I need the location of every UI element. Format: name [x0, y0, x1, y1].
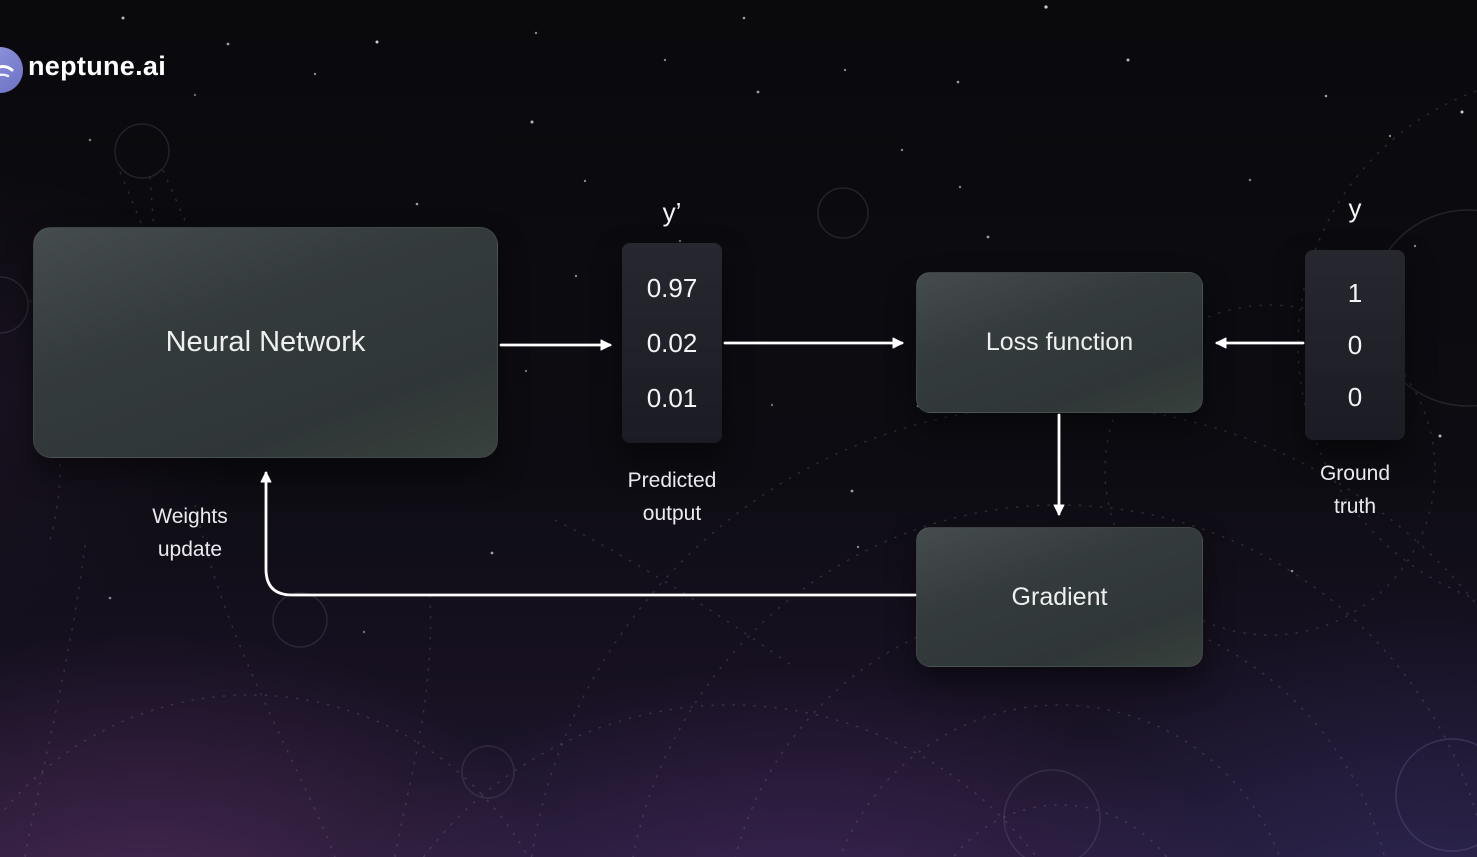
ground-truth-value-3: 0	[1347, 382, 1363, 412]
gradient-node: Gradient	[916, 527, 1203, 667]
neural-network-node: Neural Network	[33, 227, 498, 458]
predicted-output-caption-line2: output	[642, 502, 702, 525]
predicted-value-2: 0.02	[646, 328, 698, 358]
ground-truth-value-2: 0	[1347, 330, 1363, 360]
predicted-output-column: 0.97 0.02 0.01	[622, 243, 722, 443]
arrow-gradient-to-nn-weights-update	[260, 471, 917, 597]
ground-truth-column: 1 0 0	[1305, 250, 1405, 440]
ground-truth-value-1: 1	[1347, 278, 1363, 308]
predicted-output-caption-line1: Predicted	[627, 469, 717, 492]
neural-network-label: Neural Network	[165, 326, 366, 358]
neptune-logo-icon	[0, 47, 23, 93]
predicted-output-caption: Predicted output	[592, 464, 752, 530]
ground-truth-caption-line2: truth	[1333, 495, 1377, 518]
gradient-label: Gradient	[1011, 582, 1108, 611]
neptune-logo-text: neptune.ai	[28, 51, 167, 81]
weights-update-caption: Weights update	[110, 500, 270, 566]
loss-function-label: Loss function	[985, 328, 1134, 356]
weights-update-caption-line2: update	[157, 538, 223, 561]
weights-update-caption-line1: Weights	[152, 505, 228, 528]
ground-truth-caption-line1: Ground	[1319, 462, 1391, 485]
predicted-value-1: 0.97	[646, 273, 698, 303]
ground-truth-caption: Ground truth	[1275, 457, 1435, 523]
ground-truth-symbol: y	[1348, 193, 1362, 223]
neptune-logo: neptune.ai	[0, 47, 260, 95]
predicted-output-symbol: y’	[662, 197, 682, 227]
predicted-value-3: 0.01	[646, 383, 698, 413]
loss-function-node: Loss function	[916, 272, 1203, 413]
